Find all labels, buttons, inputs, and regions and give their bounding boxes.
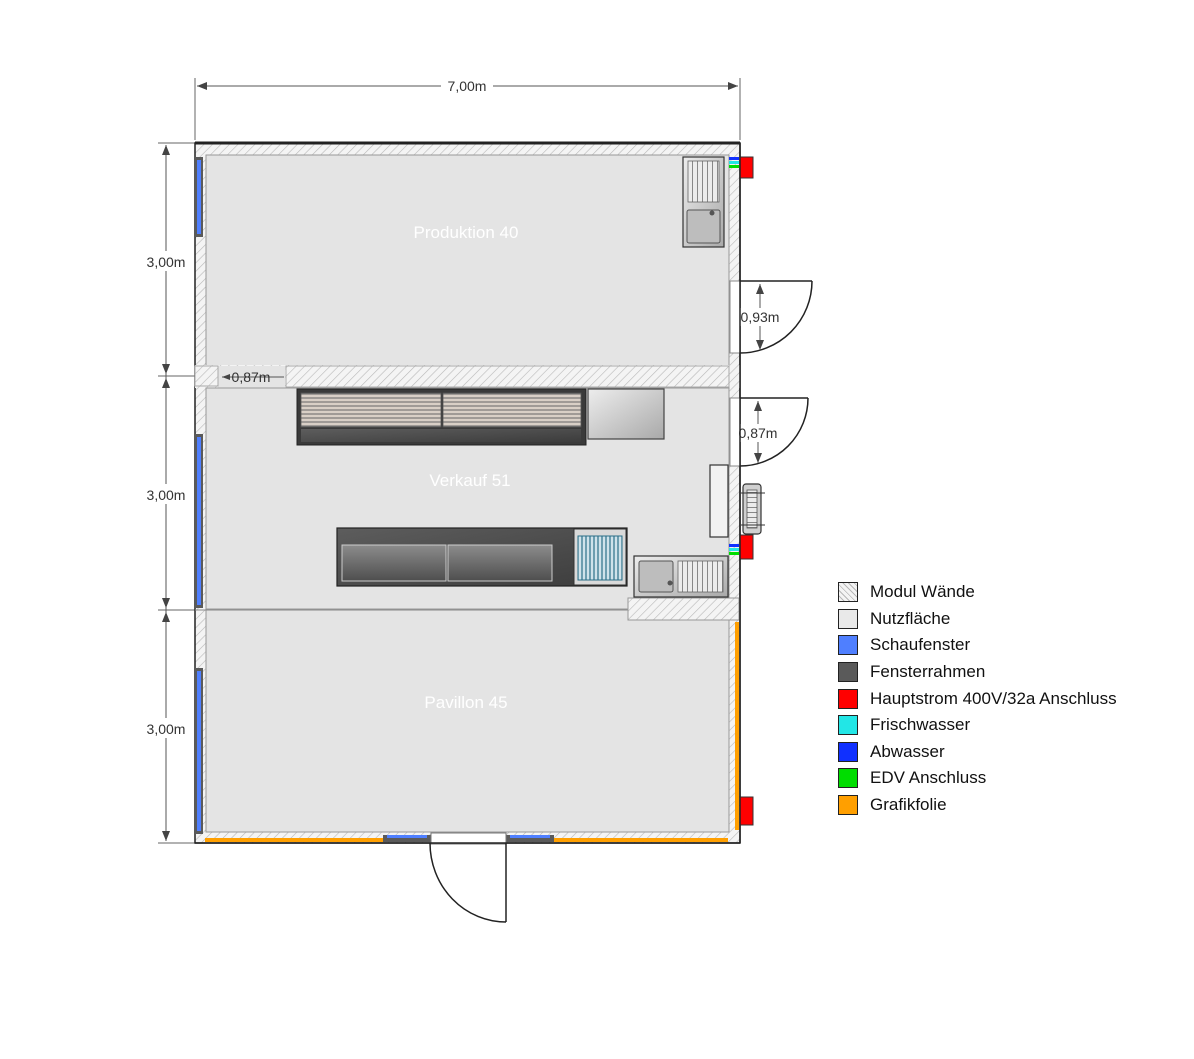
room-produktion: Produktion 40 <box>205 154 730 368</box>
legend-label: Abwasser <box>870 741 945 761</box>
legend-swatch <box>838 582 858 603</box>
legend-label: Hauptstrom 400V/32a Anschluss <box>870 688 1117 708</box>
legend-swatch <box>838 608 858 629</box>
external-unit <box>741 483 765 535</box>
door-middle-dimension-label: 0,87m <box>739 425 778 441</box>
legend-swatch <box>838 715 858 736</box>
legend-swatch <box>838 662 858 683</box>
left-windows <box>195 157 203 834</box>
width-label: 7,00m <box>448 78 487 94</box>
power-connection-bottom <box>739 796 754 826</box>
legend-label: Schaufenster <box>870 635 971 655</box>
height-label-bottom: 3,00m <box>147 721 186 737</box>
room-pavillon: Pavillon 45 <box>195 609 740 833</box>
room-label-verkauf: Verkauf 51 <box>429 471 510 490</box>
legend-label: Nutzfläche <box>870 608 951 628</box>
dimension-width: 7,00m <box>194 77 741 140</box>
wall-niche <box>627 597 740 621</box>
legend-item: Schaufenster <box>838 632 1117 659</box>
legend-item: Hauptstrom 400V/32a Anschluss <box>838 685 1117 712</box>
height-label-middle: 3,00m <box>147 487 186 503</box>
door-middle: 0,87m <box>729 397 809 467</box>
legend-label: Modul Wände <box>870 582 975 602</box>
legend-swatch <box>838 688 858 709</box>
legend-swatch <box>838 635 858 656</box>
door-bottom <box>429 842 507 923</box>
legend-item: Fensterrahmen <box>838 659 1117 686</box>
legend-item: Grafikfolie <box>838 792 1117 819</box>
legend-item: Nutzfläche <box>838 606 1117 633</box>
height-label-top: 3,00m <box>147 254 186 270</box>
sink-top <box>682 156 725 248</box>
display-counter-back <box>296 388 665 446</box>
legend-label: Grafikfolie <box>870 795 947 815</box>
legend-swatch <box>838 741 858 762</box>
legend-swatch <box>838 795 858 816</box>
legend-item: Abwasser <box>838 739 1117 766</box>
sales-counter-front <box>336 527 628 587</box>
wall-separator-top: 0,87m <box>194 365 740 388</box>
passage-dimension-label: 0,87m <box>232 369 271 385</box>
legend-label: Fensterrahmen <box>870 662 986 682</box>
legend-item: EDV Anschluss <box>838 765 1117 792</box>
legend-label: Frischwasser <box>870 715 971 735</box>
legend-item: Frischwasser <box>838 712 1117 739</box>
door-top-dimension-label: 0,93m <box>741 309 780 325</box>
legend-item: Modul Wände <box>838 579 1117 606</box>
legend-swatch <box>838 768 858 789</box>
room-label-pavillon: Pavillon 45 <box>424 693 507 712</box>
wall-shelf <box>709 464 729 538</box>
graphic-foil-right <box>735 622 739 830</box>
room-label-produktion: Produktion 40 <box>414 223 519 242</box>
dimension-heights: 3,00m 3,00m 3,00m <box>140 142 200 844</box>
sink-middle <box>633 555 729 598</box>
legend-label: EDV Anschluss <box>870 768 987 788</box>
door-top: 0,93m <box>729 280 813 354</box>
bottom-facade <box>205 832 728 845</box>
